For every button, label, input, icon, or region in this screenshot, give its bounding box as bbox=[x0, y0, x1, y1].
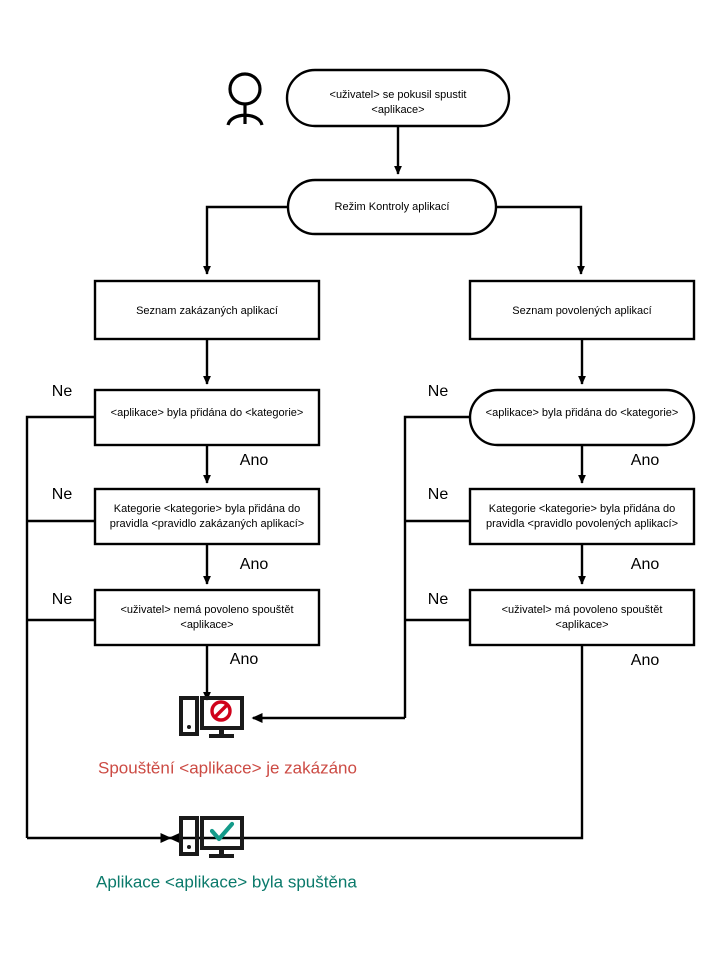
node-denylist-label: Seznam zakázaných aplikací bbox=[136, 305, 278, 317]
edge-label-left-no-1: Ne bbox=[52, 383, 73, 400]
user-actor-icon bbox=[226, 72, 264, 126]
edge-label-right-no-1: Ne bbox=[428, 383, 449, 400]
node-allow-check-3: <uživatel> má povoleno spouštět <aplikac… bbox=[468, 588, 696, 647]
node-allow-check-1: <aplikace> byla přidána do <kategorie> bbox=[468, 388, 696, 447]
edge-allow-check3-yes-to-started bbox=[168, 645, 584, 843]
node-allow-check-3-label-line1: <uživatel> má povoleno spouštět bbox=[502, 604, 663, 616]
node-deny-check-3-label-line2: <aplikace> bbox=[180, 619, 233, 631]
started-caption: Aplikace <aplikace> byla spuštěna bbox=[96, 872, 357, 891]
node-allowlist-label: Seznam povolených aplikací bbox=[512, 305, 651, 317]
node-deny-check-2-label-line2: pravidla <pravidlo zakázaných aplikací> bbox=[110, 518, 304, 530]
edge-mode-to-denylist bbox=[203, 205, 288, 275]
computer-blocked-icon bbox=[179, 696, 244, 738]
edge-label-left-yes-2: Ano bbox=[240, 556, 269, 573]
edge-label-right-no-3: Ne bbox=[428, 591, 449, 608]
node-allow-check-2: Kategorie <kategorie> byla přidána do pr… bbox=[468, 487, 696, 546]
edge-label-left-no-2: Ne bbox=[52, 486, 73, 503]
node-deny-check-2-label-line1: Kategorie <kategorie> byla přidána do bbox=[114, 503, 301, 515]
edge-label-right-yes-1: Ano bbox=[631, 452, 660, 469]
node-deny-check-1-label: <aplikace> byla přidána do <kategorie> bbox=[111, 407, 304, 419]
node-denylist: Seznam zakázaných aplikací bbox=[93, 279, 321, 341]
node-allow-check-3-label-line2: <aplikace> bbox=[555, 619, 608, 631]
node-deny-check-3-label-line1: <uživatel> nemá povoleno spouštět bbox=[120, 604, 293, 616]
node-mode: Režim Kontroly aplikací bbox=[286, 178, 498, 236]
node-start: <uživatel> se pokusil spustit <aplikace> bbox=[285, 68, 511, 128]
node-allow-check-2-label-line2: pravidla <pravidlo povolených aplikací> bbox=[486, 518, 678, 530]
node-deny-check-1: <aplikace> byla přidána do <kategorie> bbox=[93, 388, 321, 447]
edge-label-left-yes-1: Ano bbox=[240, 452, 269, 469]
edge-mode-to-allowlist bbox=[496, 205, 585, 275]
node-start-label-line2: <aplikace> bbox=[371, 104, 424, 116]
edge-label-right-yes-3: Ano bbox=[631, 652, 660, 669]
computer-allowed-icon bbox=[179, 816, 244, 858]
edge-label-left-yes-3: Ano bbox=[230, 651, 259, 668]
node-deny-check-3: <uživatel> nemá povoleno spouštět <aplik… bbox=[93, 588, 321, 647]
edge-label-right-no-2: Ne bbox=[428, 486, 449, 503]
edge-deny-no-spine bbox=[25, 415, 95, 838]
blocked-caption: Spouštění <aplikace> je zakázáno bbox=[98, 758, 357, 777]
node-allow-check-2-label-line1: Kategorie <kategorie> byla přidána do bbox=[489, 503, 676, 515]
edge-label-right-yes-2: Ano bbox=[631, 556, 660, 573]
node-mode-label: Režim Kontroly aplikací bbox=[335, 201, 450, 213]
node-deny-check-2: Kategorie <kategorie> byla přidána do pr… bbox=[93, 487, 321, 546]
edge-label-left-no-3: Ne bbox=[52, 591, 73, 608]
node-start-label-line1: <uživatel> se pokusil spustit bbox=[330, 89, 467, 101]
edge-allow-no-spine bbox=[403, 415, 470, 718]
node-allow-check-1-label: <aplikace> byla přidána do <kategorie> bbox=[486, 407, 679, 419]
node-allowlist: Seznam povolených aplikací bbox=[468, 279, 696, 341]
